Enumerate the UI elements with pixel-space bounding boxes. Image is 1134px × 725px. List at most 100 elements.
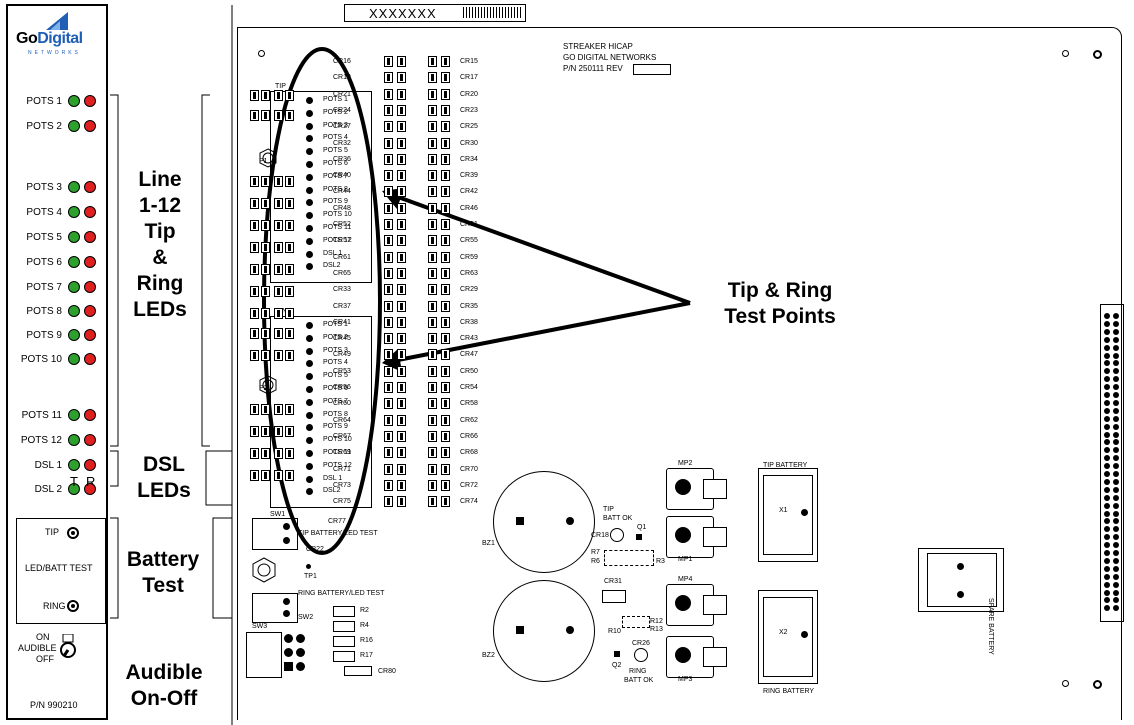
connector-pin <box>1104 478 1110 485</box>
led-cr-pad <box>250 264 280 275</box>
resistor-label: R2 <box>360 607 369 614</box>
tip-jack[interactable] <box>67 527 79 539</box>
test-point[interactable] <box>306 109 313 117</box>
test-point[interactable] <box>306 237 313 245</box>
test-point-label: DSL2 <box>323 487 341 495</box>
led-label: POTS 4 <box>26 207 62 218</box>
led-cr-pad <box>274 404 304 415</box>
test-point[interactable] <box>306 135 313 143</box>
cr-left-label: CR40 <box>333 172 351 180</box>
cr-right-diode <box>428 463 458 475</box>
led-label: POTS 7 <box>26 282 62 293</box>
test-point[interactable] <box>306 250 313 258</box>
test-point-label: POTS 10 <box>323 211 352 219</box>
cr-right-diode <box>428 333 458 345</box>
test-point[interactable] <box>306 437 313 445</box>
test-point[interactable] <box>306 334 313 342</box>
connector-pin <box>1113 581 1119 588</box>
led-label: POTS 11 <box>21 410 62 421</box>
q2-label: Q2 <box>612 662 622 669</box>
test-point[interactable] <box>306 462 313 470</box>
cr-left-label: CR73 <box>333 481 351 489</box>
sw2-switch[interactable] <box>252 593 298 623</box>
mp-test-jack[interactable] <box>666 468 727 510</box>
test-point[interactable] <box>306 148 313 156</box>
mp-test-jack[interactable] <box>666 584 727 626</box>
cr-left-diode <box>384 186 414 198</box>
led-cr-pad <box>274 90 304 101</box>
test-point[interactable] <box>306 411 313 419</box>
connector-pin <box>1104 407 1110 414</box>
test-point-label: POTS 4 <box>323 134 348 142</box>
cr22-label: CR22 <box>306 546 324 553</box>
cr-left-diode <box>384 316 414 328</box>
cr-left-label: CR71 <box>333 465 351 473</box>
test-point[interactable] <box>306 173 313 181</box>
connector-pin <box>1104 439 1110 446</box>
test-point[interactable] <box>306 488 313 496</box>
test-point[interactable] <box>306 398 313 406</box>
test-point[interactable] <box>306 360 313 368</box>
test-point[interactable] <box>306 225 313 232</box>
test-point-label: POTS 3 <box>323 121 348 129</box>
led-cr-pad <box>274 110 304 121</box>
sw3-switch[interactable] <box>246 632 282 678</box>
connector-pin <box>1113 392 1119 398</box>
cr-left-label: CR61 <box>333 253 351 261</box>
cr-right-label: CR46 <box>460 204 478 212</box>
test-point[interactable] <box>306 122 313 130</box>
mp-test-jack[interactable] <box>666 516 727 558</box>
test-point[interactable] <box>306 450 313 457</box>
test-point[interactable] <box>306 212 313 220</box>
test-point[interactable] <box>306 199 313 207</box>
ring-jack[interactable] <box>67 600 79 612</box>
test-point[interactable] <box>306 386 313 393</box>
cr-left-diode <box>384 72 414 84</box>
connector-pin <box>1113 510 1119 517</box>
test-point-label: DSL 1 <box>323 474 343 482</box>
test-point[interactable] <box>306 263 313 271</box>
audible-toggle-switch[interactable] <box>60 634 78 662</box>
led-row: DSL 1 <box>8 458 106 474</box>
cr-left-label: CR33 <box>333 286 351 294</box>
test-point[interactable] <box>306 373 313 381</box>
led-cr-pad <box>274 176 304 187</box>
cr-right-diode <box>428 202 458 214</box>
led-row: POTS 11 <box>8 408 106 424</box>
test-point[interactable] <box>306 424 313 432</box>
r10-label: R10 <box>608 628 621 635</box>
test-point[interactable] <box>306 186 313 194</box>
cr-right-diode <box>428 365 458 377</box>
test-point[interactable] <box>306 475 313 483</box>
led-label: POTS 10 <box>20 354 62 365</box>
test-point[interactable] <box>306 97 313 104</box>
connector-pin <box>1104 471 1110 477</box>
cr-right-label: CR68 <box>460 449 478 457</box>
cr-right-label: CR59 <box>460 253 478 261</box>
test-point-label: POTS 5 <box>323 372 348 380</box>
red-led-icon <box>84 329 96 341</box>
red-led-icon <box>84 305 96 317</box>
cr-left-diode <box>384 447 414 459</box>
test-point[interactable] <box>306 322 313 329</box>
r13-label: R13 <box>650 626 663 633</box>
led-batt-test-panel: TIP LED/BATT TEST RING <box>16 518 106 624</box>
off-label: OFF <box>36 654 54 664</box>
cr-left-diode <box>384 267 414 279</box>
test-point[interactable] <box>306 161 313 168</box>
cr-left-label: CR53 <box>333 367 351 375</box>
connector-pin <box>1104 526 1110 533</box>
board-title-2: GO DIGITAL NETWORKS <box>563 53 657 62</box>
tip-header: TIP <box>275 83 286 90</box>
r7-label: R7 <box>591 549 600 556</box>
ring-jack-label: RING <box>43 601 66 611</box>
test-point[interactable] <box>306 347 313 355</box>
cr-left-diode <box>384 235 414 247</box>
led-cr-pad <box>274 308 304 319</box>
cr-left-diode <box>384 104 414 116</box>
sw1-switch[interactable] <box>252 518 298 550</box>
mp-test-jack[interactable] <box>666 636 727 678</box>
